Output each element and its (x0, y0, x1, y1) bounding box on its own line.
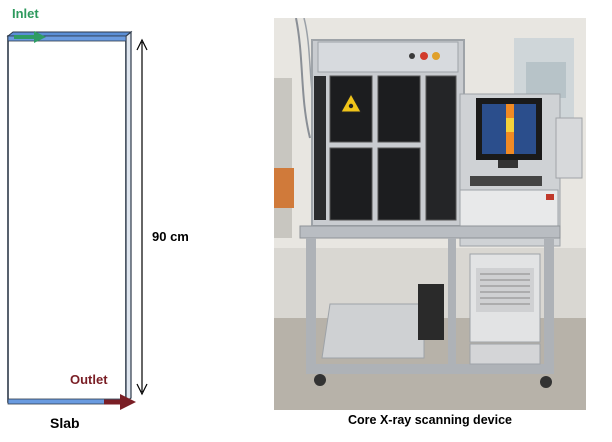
inlet-label: Inlet (12, 6, 39, 21)
outlet-label: Outlet (70, 372, 108, 387)
height-dimension-arrow (136, 38, 148, 396)
slab-body (7, 35, 127, 403)
slab-side-edge (125, 30, 132, 404)
slab-top-band (7, 35, 127, 42)
xray-scanner-photo (274, 18, 586, 410)
slab-diagram (6, 30, 148, 410)
device-caption: Core X-ray scanning device (348, 413, 512, 427)
inlet-arrow (14, 31, 46, 43)
height-label: 90 cm (152, 229, 189, 244)
outlet-arrow (104, 394, 136, 410)
slab-label: Slab (50, 415, 80, 431)
